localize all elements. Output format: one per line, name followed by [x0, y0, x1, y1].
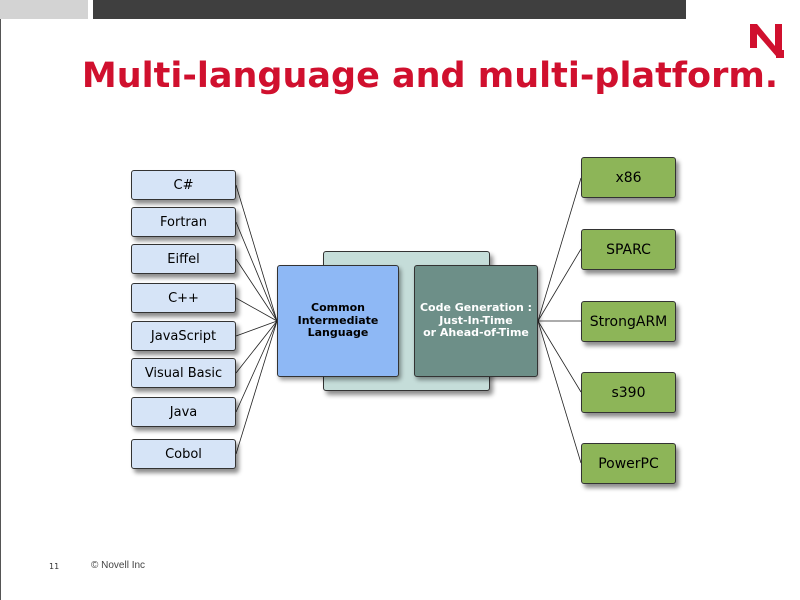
page-title: Multi-language and multi-platform. [81, 56, 779, 96]
language-box-cpp: C++ [131, 283, 236, 313]
language-box-fortran: Fortran [131, 207, 236, 237]
cil-label-line1: Common [311, 301, 365, 315]
language-box-java: Java [131, 397, 236, 427]
platform-box-s390: s390 [581, 372, 676, 413]
language-box-eiffel: Eiffel [131, 244, 236, 274]
platform-box-sparc: SPARC [581, 229, 676, 270]
cil-label-line3: Language [307, 326, 369, 340]
language-box-javascript: JavaScript [131, 321, 236, 351]
cil-label-line2: Intermediate [297, 313, 379, 327]
slide-number: 11 [49, 562, 60, 571]
language-box-cobol: Cobol [131, 439, 236, 469]
language-box-csharp: C# [131, 170, 236, 200]
top-bar-left [0, 0, 88, 19]
platform-box-x86: x86 [581, 157, 676, 198]
left-edge-line [0, 19, 1, 600]
code-generation-box: Code Generation : Just-In-Time or Ahead-… [414, 265, 538, 377]
cil-box: Common Intermediate Language [277, 265, 399, 377]
codegen-label-line1: Code Generation : [419, 301, 533, 315]
codegen-label-line3: or Ahead-of-Time [423, 326, 529, 340]
platform-box-strongarm: StrongARM [581, 301, 676, 342]
platform-box-powerpc: PowerPC [581, 443, 676, 484]
copyright-notice: © Novell Inc [91, 560, 146, 571]
top-bar [93, 0, 686, 19]
language-box-visual-basic: Visual Basic [131, 358, 236, 388]
novell-logo-icon [750, 24, 784, 58]
codegen-label-line2: Just-In-Time [439, 313, 513, 327]
